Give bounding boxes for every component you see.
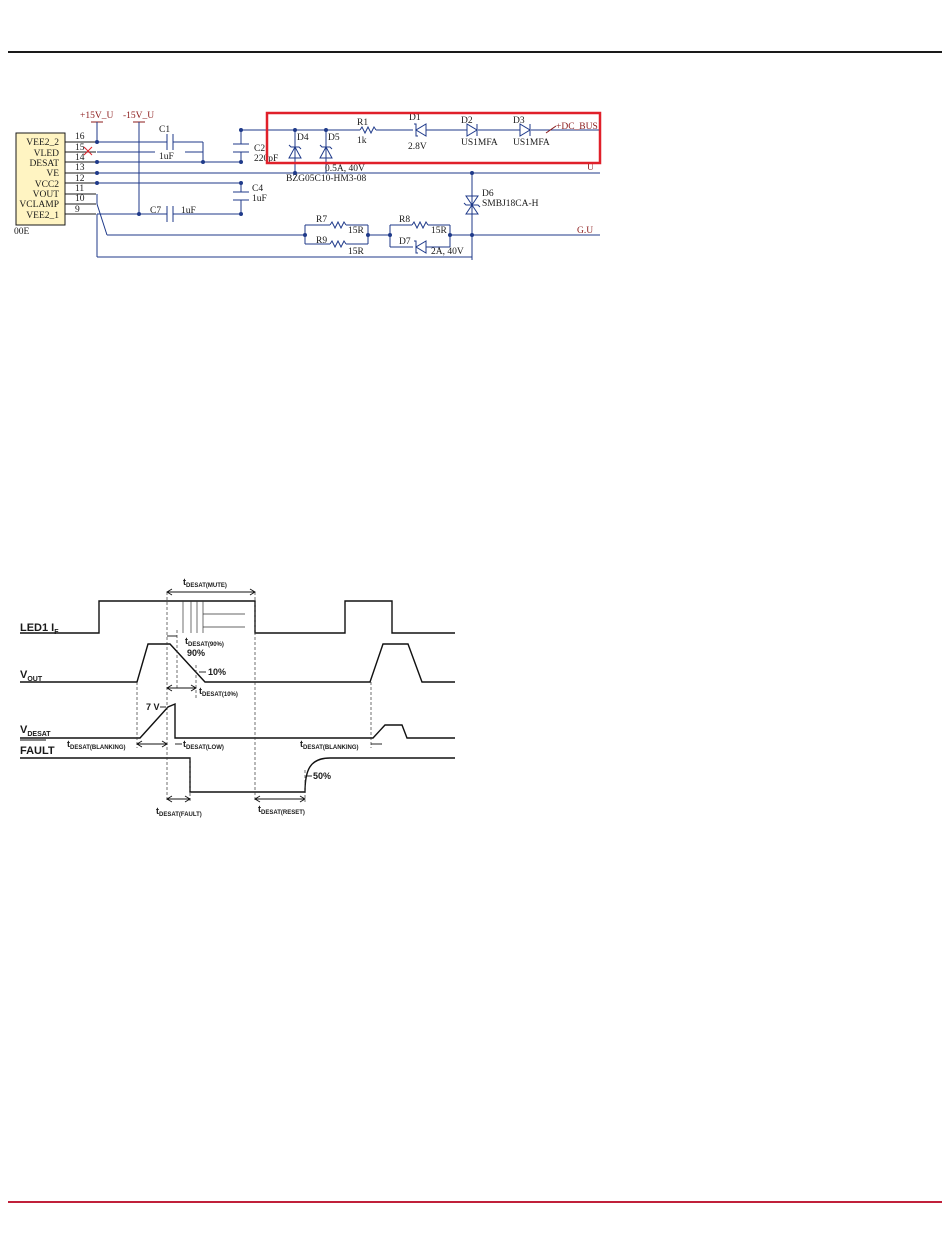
annotation-90-pct: 90% — [187, 648, 205, 658]
ic-pin-number: 12 — [75, 174, 85, 184]
d5-rating: 0.5A, 40V — [325, 164, 365, 174]
d3-ref: D3 — [513, 116, 525, 126]
label-fault: FAULT — [20, 745, 55, 757]
annotation-7v: 7 V — [146, 702, 160, 712]
ic-body — [15, 132, 66, 226]
ic-pin-name: VE — [46, 169, 59, 179]
mute-region — [182, 601, 245, 633]
ic-pin-name: VEE2_2 — [26, 138, 59, 148]
c7-ref: C7 — [150, 206, 161, 216]
ic-pin-number: 15 — [75, 143, 85, 153]
annotation-t-desat-fault: tDESAT(FAULT) — [156, 806, 202, 818]
header-rule — [8, 51, 942, 53]
c1-ref: C1 — [159, 125, 170, 135]
net-dc-bus: +DC_BUS — [556, 122, 598, 132]
no-connect-marker — [83, 146, 93, 156]
annotation-t-desat-reset: tDESAT(RESET) — [258, 804, 305, 816]
d7-value: 2A, 40V — [431, 247, 464, 257]
trace-fault — [20, 757, 455, 793]
r8-ref: R8 — [399, 215, 410, 225]
label-vout: VOUT — [20, 669, 43, 683]
label-led1-if: LED1 IF — [20, 622, 59, 636]
d2-ref: D2 — [461, 116, 473, 126]
annotation-10-pct: 10% — [208, 667, 226, 677]
trace-led1-if — [20, 600, 455, 634]
annotation-t-desat-blanking-2: tDESAT(BLANKING) — [300, 739, 359, 751]
highlight-box — [265, 111, 602, 165]
r1-value: 1k — [357, 136, 367, 146]
ic-part-suffix: 00E — [14, 227, 30, 237]
ic-pin-number: 16 — [75, 132, 85, 142]
r9-ref: R9 — [316, 236, 327, 246]
net-u: U — [587, 163, 594, 173]
net-minus15v: -15V_U — [123, 111, 154, 121]
ic-pin-number: 10 — [75, 194, 85, 204]
d4-d5-part: BZG05C10-HM3-08 — [286, 174, 366, 184]
ic-pin-name: VEE2_1 — [26, 211, 59, 221]
d2-value: US1MFA — [461, 138, 498, 148]
ic-pin-number: 9 — [75, 205, 80, 215]
d7-ref: D7 — [399, 237, 411, 247]
d5-ref: D5 — [328, 133, 340, 143]
d1-ref: D1 — [409, 113, 421, 123]
d4-ref: D4 — [297, 133, 309, 143]
ic-pin-number: 13 — [75, 163, 85, 173]
r7-value: 15R — [348, 226, 365, 236]
d3-value: US1MFA — [513, 138, 550, 148]
annotation-t-desat-10: tDESAT(10%) — [199, 686, 238, 698]
annotation-t-desat-low: tDESAT(LOW) — [183, 739, 224, 751]
ic-pin-name: VCLAMP — [19, 200, 59, 210]
r9-value: 15R — [348, 247, 365, 257]
ic-pin-name: VCC2 — [35, 180, 60, 190]
r7-ref: R7 — [316, 215, 327, 225]
c4-value: 1uF — [252, 194, 267, 204]
trace-vout — [20, 643, 455, 683]
trace-vdesat — [20, 702, 455, 739]
ic-pin-name: DESAT — [29, 159, 59, 169]
annotation-50-pct: 50% — [313, 771, 331, 781]
c7-value: 1uF — [181, 206, 196, 216]
net-gu: G.U — [577, 226, 593, 236]
d6-value: SMBJ18CA-H — [482, 199, 539, 209]
desat-timing-diagram: LED1 IF VOUT VDESAT FAULT tDESAT(MUTE) t… — [20, 577, 455, 818]
label-vdesat: VDESAT — [20, 724, 51, 738]
gate-driver-schematic: VEE2_2 VLED DESAT VE VCC2 VOUT VCLAMP VE… — [14, 111, 602, 260]
d1-value: 2.8V — [408, 142, 427, 152]
annotation-t-desat-blanking: tDESAT(BLANKING) — [67, 739, 126, 751]
c1-value: 1uF — [159, 152, 174, 162]
r8-value: 15R — [431, 226, 448, 236]
c2-ref: C2 — [254, 144, 265, 154]
r1-ref: R1 — [357, 118, 368, 128]
ic-pin-name: VOUT — [33, 190, 60, 200]
net-plus15v: +15V_U — [80, 111, 113, 121]
annotation-t-desat-90: tDESAT(90%) — [185, 636, 224, 648]
c4-ref: C4 — [252, 184, 263, 194]
annotation-t-desat-mute: tDESAT(MUTE) — [183, 577, 227, 589]
footer-rule — [8, 1201, 942, 1203]
ic-pin-number: 11 — [75, 184, 84, 194]
ic-pin-name: VLED — [34, 149, 59, 159]
ic-pin-number: 14 — [75, 153, 85, 163]
d6-ref: D6 — [482, 189, 494, 199]
